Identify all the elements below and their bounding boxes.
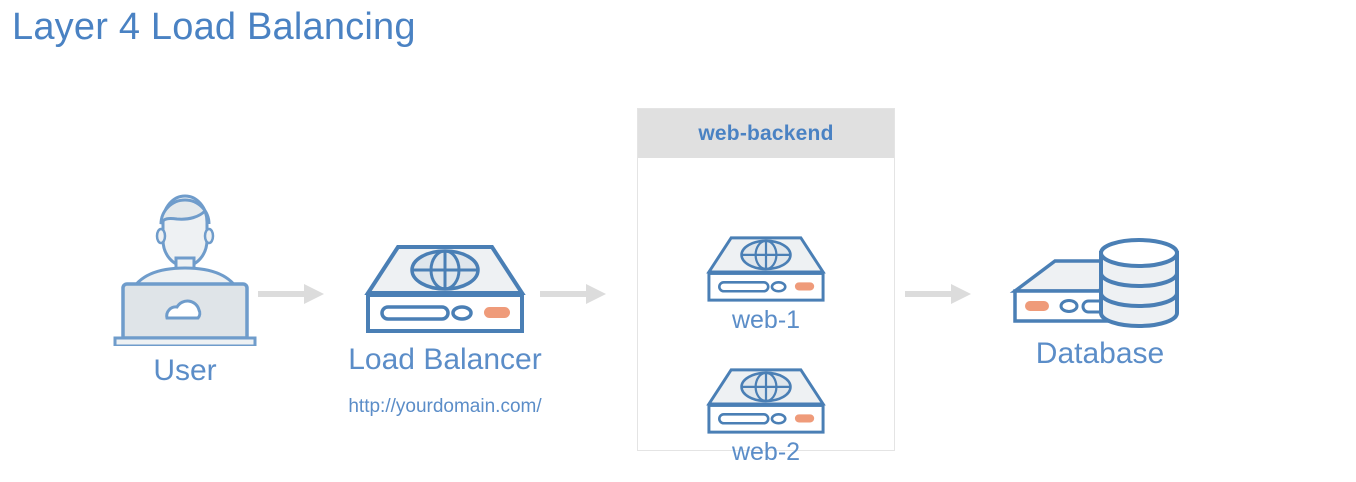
node-label-database: Database — [1035, 337, 1165, 370]
backend-group-body: web-1 web-2 — [638, 158, 894, 465]
server-globe-icon — [703, 366, 829, 436]
node-label-user: User — [153, 354, 217, 387]
load-balancer-url: http://yourdomain.com/ — [348, 396, 542, 417]
page-title: Layer 4 Load Balancing — [12, 6, 416, 48]
node-label-web-1: web-1 — [731, 306, 801, 334]
backend-group-box: web-backend web-1 — [637, 108, 895, 465]
server-globe-icon — [703, 234, 829, 304]
node-load-balancer: Load Balancer http://yourdomain.com/ — [320, 243, 570, 416]
database-server-icon — [1007, 237, 1193, 333]
node-label-load-balancer: Load Balancer — [348, 343, 542, 376]
backend-group-header: web-backend — [638, 109, 894, 158]
node-user: User — [95, 176, 275, 386]
node-web-2: web-2 — [638, 366, 894, 465]
arrow-backend-to-database — [905, 281, 973, 307]
arrow-user-to-load-balancer — [258, 281, 326, 307]
arrow-load-balancer-to-backend — [540, 281, 608, 307]
node-database: Database — [1000, 237, 1200, 369]
node-web-1: web-1 — [638, 234, 894, 333]
server-globe-icon — [360, 243, 530, 335]
user-laptop-icon — [105, 176, 265, 346]
node-label-web-2: web-2 — [731, 438, 801, 466]
